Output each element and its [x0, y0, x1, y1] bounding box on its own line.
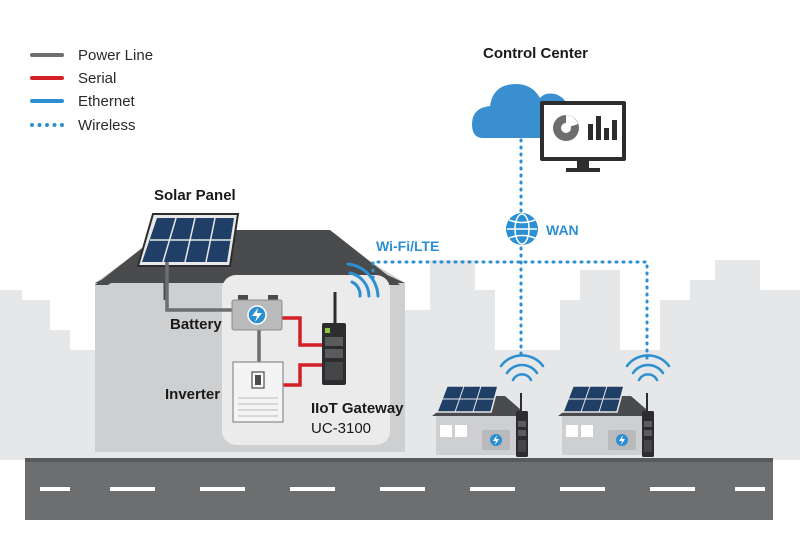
gateway-model-label: UC-3100 — [311, 420, 372, 437]
legend-swatch — [30, 99, 64, 103]
legend-label: Serial — [78, 69, 117, 87]
battery-label: Battery — [170, 316, 222, 333]
wifi-icon — [499, 354, 545, 382]
inverter-label: Inverter — [165, 386, 221, 403]
solar-panel-icon — [435, 385, 499, 413]
control-center-label: Control Center — [483, 45, 588, 62]
legend-item-wireless: Wireless — [30, 115, 136, 135]
legend-swatch — [30, 53, 64, 57]
legend-item-ethernet: Ethernet — [30, 91, 135, 111]
gateway-device-icon — [322, 292, 346, 385]
legend-swatch — [30, 123, 64, 127]
gateway-name-label: IIoT Gateway — [311, 400, 404, 417]
legend-item-serial: Serial — [30, 68, 116, 88]
legend-swatch — [30, 76, 64, 80]
wan-label: WAN — [546, 222, 579, 238]
solar-panel-icon — [136, 213, 240, 300]
gateway-device-icon — [642, 393, 654, 457]
globe-icon — [506, 213, 538, 245]
wireless-links — [371, 138, 649, 362]
gateway-device-icon — [516, 393, 528, 457]
wifi-lte-label: Wi-Fi/LTE — [376, 238, 440, 254]
solar-panel-label: Solar Panel — [154, 187, 236, 204]
solar-panel-icon — [561, 385, 625, 413]
legend-label: Wireless — [78, 116, 136, 134]
wifi-icon — [625, 354, 671, 382]
monitor-icon — [540, 101, 626, 172]
legend-item-power-line: Power Line — [30, 45, 153, 65]
power-line — [165, 262, 261, 362]
legend-label: Power Line — [78, 46, 154, 64]
serial-line — [280, 316, 322, 387]
battery-icon — [231, 295, 283, 331]
road — [25, 458, 773, 520]
inverter-icon — [232, 361, 284, 423]
wifi-icon — [346, 262, 380, 298]
legend-label: Ethernet — [78, 92, 135, 110]
